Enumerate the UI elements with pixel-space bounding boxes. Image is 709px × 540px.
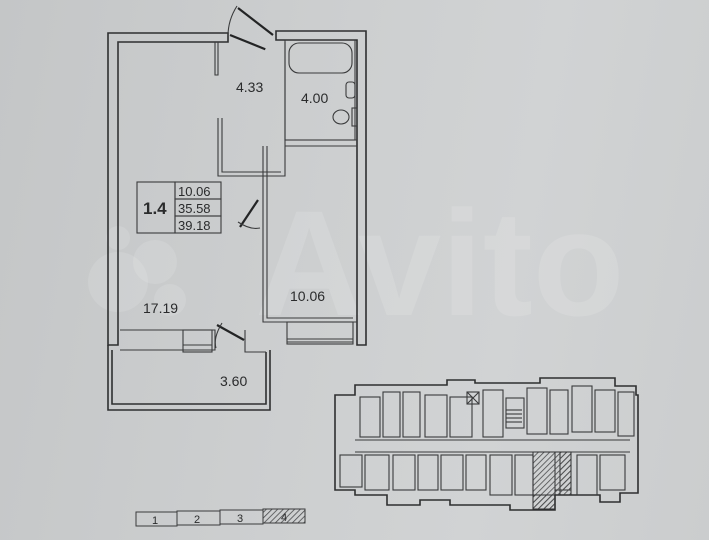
room-area-hall: 4.33 <box>236 79 263 95</box>
room-area-kitchen-living: 17.19 <box>143 300 178 316</box>
apartment-info-box: 1.4 10.06 35.58 39.18 <box>136 181 222 234</box>
watermark-text: Avito <box>255 179 624 347</box>
section-4-label: 4 <box>281 512 287 524</box>
building-key-plan <box>334 377 639 511</box>
section-3[interactable]: 3 <box>219 509 264 525</box>
total-area-value: 35.58 <box>178 201 211 216</box>
room-area-bathroom: 4.00 <box>301 90 328 106</box>
section-3-label: 3 <box>237 513 243 525</box>
total-with-balcony-value: 39.18 <box>178 218 211 233</box>
apartment-number: 1.4 <box>143 199 167 218</box>
section-4-selected[interactable]: 4 <box>262 508 306 524</box>
section-2[interactable]: 2 <box>176 510 221 526</box>
section-2-label: 2 <box>194 514 200 526</box>
section-1[interactable]: 1 <box>135 511 178 527</box>
apartment-plan <box>107 5 367 411</box>
room-area-bedroom: 10.06 <box>290 288 325 304</box>
avito-watermark: Avito <box>88 179 624 347</box>
section-1-label: 1 <box>152 515 158 527</box>
section-selector: 1 2 3 4 <box>135 508 306 527</box>
living-area-value: 10.06 <box>178 184 211 199</box>
room-area-balcony: 3.60 <box>220 373 247 389</box>
